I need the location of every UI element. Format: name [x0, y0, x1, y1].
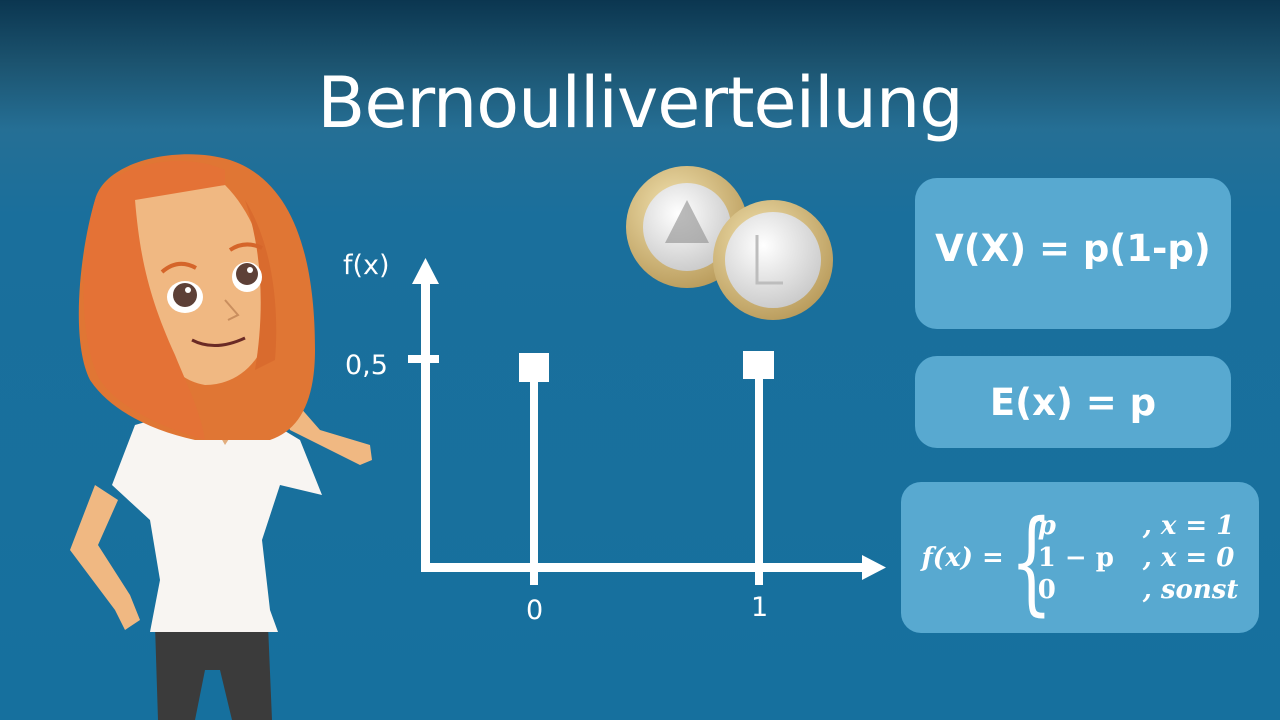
pmf-formula: f(x) = { p , x = 1 1 − p , x = 0 0 , son… — [921, 506, 1239, 618]
pmf-case-condition: , sonst — [1142, 574, 1239, 605]
stem-x0 — [530, 378, 538, 585]
expectation-formula: E(x) = p — [989, 380, 1157, 424]
pmf-case-value: 0 — [1037, 574, 1056, 605]
pmf-case-value: p — [1037, 510, 1056, 541]
y-axis-arrow-icon — [412, 258, 439, 284]
x-axis-arrow-icon — [862, 555, 886, 580]
pmf-case-value: 1 − p — [1037, 542, 1114, 573]
y-axis — [421, 282, 430, 572]
x-axis — [421, 563, 866, 572]
y-tick-label: 0,5 — [345, 350, 388, 381]
character-illustration — [70, 154, 372, 720]
expectation-formula-box: E(x) = p — [915, 356, 1231, 448]
slide-title: Bernoulliverteilung — [317, 62, 963, 144]
pmf-case-condition: , x = 1 — [1142, 510, 1235, 541]
y-axis-label: f(x) — [343, 250, 390, 281]
euro-coins-illustration — [626, 166, 833, 320]
left-brace-icon: { — [1009, 496, 1053, 627]
marker-x1 — [743, 351, 774, 379]
variance-formula: V(X) = p(1-p) — [935, 227, 1211, 270]
marker-x0 — [519, 353, 549, 382]
variance-formula-box: V(X) = p(1-p) — [915, 178, 1231, 329]
pmf-lhs: f(x) = — [921, 542, 1004, 573]
y-tick-0-5 — [408, 355, 439, 363]
x-tick-label-0: 0 — [526, 595, 544, 626]
pmf-case-condition: , x = 0 — [1142, 542, 1235, 573]
pmf-formula-box: f(x) = { p , x = 1 1 − p , x = 0 0 , son… — [901, 482, 1259, 633]
stem-x1 — [755, 376, 763, 585]
x-tick-label-1: 1 — [751, 592, 769, 623]
